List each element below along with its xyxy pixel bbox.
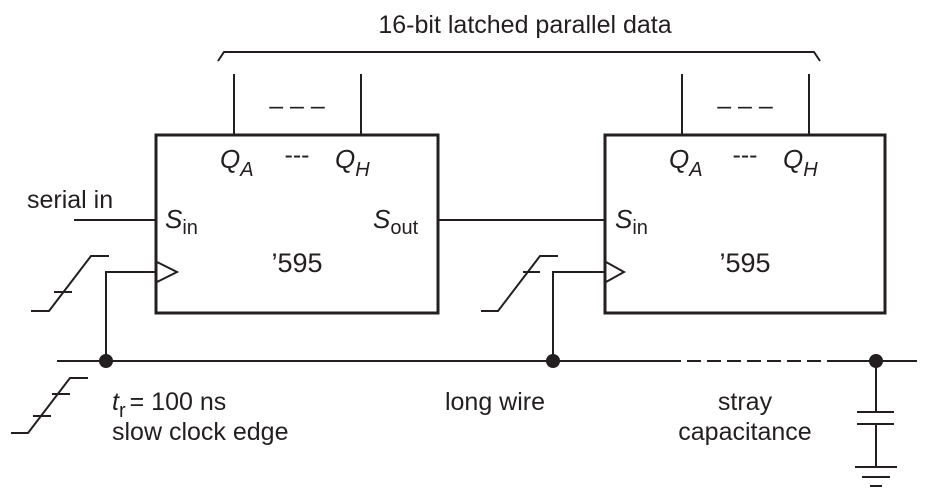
chip-2-pin-qh: QH <box>783 144 818 181</box>
slow-clock-edge-label: slow clock edge <box>112 418 288 446</box>
capacitance-label: capacitance <box>678 418 811 446</box>
chip-1-pin-sout: Sout <box>373 204 419 239</box>
chip-2-q-ellipsis: --- <box>733 141 758 169</box>
clock-edge-waveform-icon-source <box>11 377 88 434</box>
chip-1-body <box>154 133 440 315</box>
chip-2-clock-tap <box>552 271 606 361</box>
chip-1: – – – QA --- QH Sin Sout ’595 <box>154 74 440 315</box>
chip-1-pin-sin: Sin <box>165 204 198 239</box>
ground-icon <box>855 466 897 487</box>
parallel-data-title: 16-bit latched parallel data <box>378 11 671 39</box>
chip-2-clock-triangle-icon <box>605 261 627 283</box>
chip-2-body <box>603 133 887 315</box>
chip-2: – – – QA --- QH Sin ’595 <box>603 74 887 315</box>
chip-1-pin-qh: QH <box>335 144 370 181</box>
chip-2-pin-sin: Sin <box>615 204 648 239</box>
chip-1-part-number: ’595 <box>271 248 322 278</box>
serial-in-label: serial in <box>27 186 113 214</box>
clock-edge-waveform-icon-chip1 <box>31 255 109 312</box>
long-wire-label: long wire <box>445 388 545 416</box>
junction-dot-2 <box>546 354 560 368</box>
clock-edge-waveform-icon-chip2 <box>481 255 558 312</box>
junction-dot-1 <box>99 354 113 368</box>
chip-1-output-ellipsis: – – – <box>269 92 325 120</box>
chip-1-clock-tap <box>105 271 157 361</box>
parallel-data-brace <box>217 51 821 62</box>
chip-2-output-ellipsis: – – – <box>717 92 773 120</box>
chip-1-clock-triangle-icon <box>156 261 180 283</box>
stray-label: stray <box>718 388 773 416</box>
stray-capacitor-icon <box>857 361 894 467</box>
chip-2-pin-qa: QA <box>669 144 703 181</box>
chip-1-q-ellipsis: --- <box>285 141 310 169</box>
chip-2-part-number: ’595 <box>719 248 770 278</box>
rise-time-label: tr= 100 ns <box>112 388 226 422</box>
chip-1-pin-qa: QA <box>220 144 254 181</box>
